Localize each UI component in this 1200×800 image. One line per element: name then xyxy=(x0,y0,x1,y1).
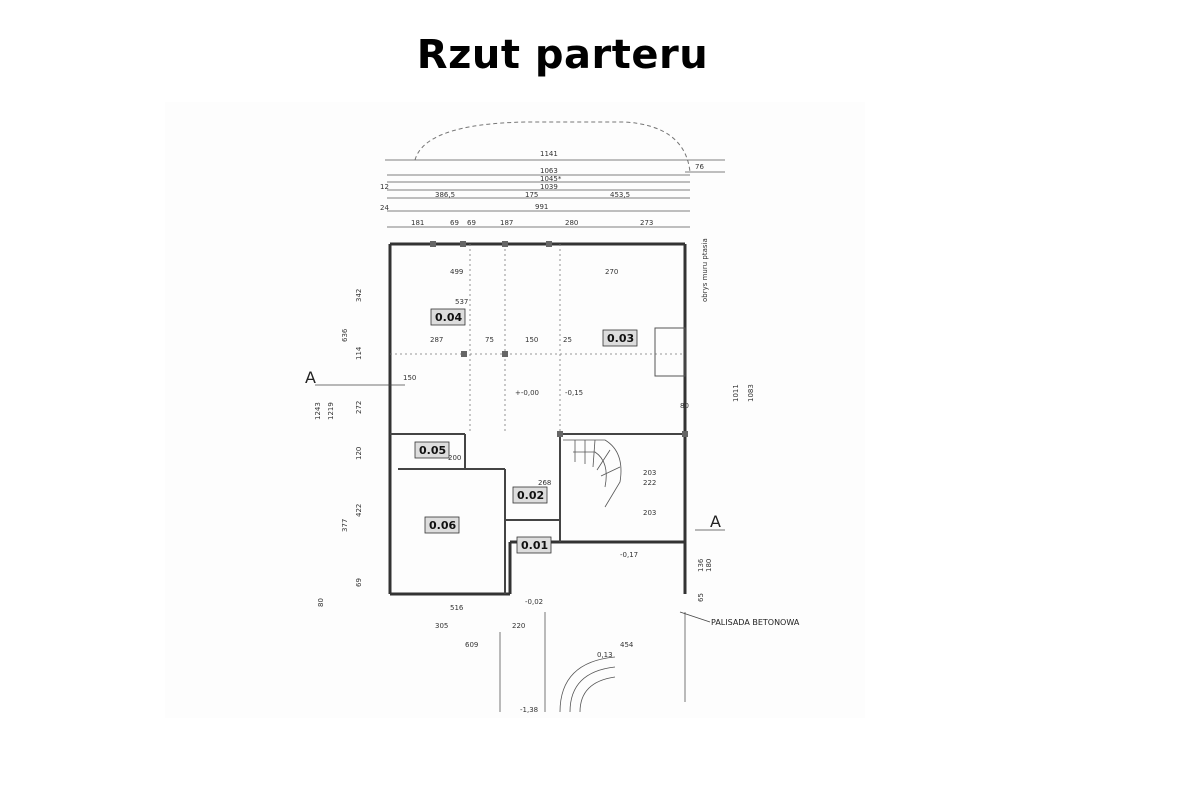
dim-label: 1011 xyxy=(732,384,740,402)
room-label-0-03: 0.03 xyxy=(607,332,634,345)
dim-label: 499 xyxy=(450,268,463,276)
dim-label: 1063 xyxy=(540,167,558,175)
dim-label: 305 xyxy=(435,622,448,630)
terrace-steps xyxy=(499,612,686,713)
dim-label: 181 xyxy=(411,219,424,227)
dim-label: 453,5 xyxy=(610,191,630,199)
dim-label: 1083 xyxy=(747,384,755,402)
wall-note: obrys muru ptasia xyxy=(701,238,709,302)
dim-label: 1243 xyxy=(314,402,322,420)
dim-label: 609 xyxy=(465,641,478,649)
dim-label: 1039 xyxy=(540,183,558,191)
dim-label: 136 xyxy=(697,558,705,572)
palisade-note: PALISADA BETONOWA xyxy=(711,618,800,627)
room-label-0-02: 0.02 xyxy=(517,489,544,502)
dim-label: 180 xyxy=(705,559,713,572)
dim-label: 175 xyxy=(525,191,538,199)
dim-label: 76 xyxy=(695,163,704,171)
staircase xyxy=(563,439,622,508)
dim-label: 268 xyxy=(538,479,551,487)
columns xyxy=(430,241,688,437)
level-mark: -1,38 xyxy=(520,706,538,714)
room-label-0-06: 0.06 xyxy=(429,519,456,532)
level-mark: 0,13 xyxy=(597,651,613,659)
dim-label: 187 xyxy=(500,219,513,227)
interior-walls xyxy=(390,433,685,594)
dim-label: 200 xyxy=(448,454,461,462)
beam-lines xyxy=(390,244,685,434)
floor-plan-drawing: 1141 1063 1045* 1039 386,5 175 453,5 991… xyxy=(165,102,865,718)
dim-label: 342 xyxy=(355,289,363,302)
dim-label: 377 xyxy=(341,519,349,532)
dim-label: 1045* xyxy=(540,175,562,183)
dim-label: 537 xyxy=(455,298,468,306)
room-labels: 0.04 0.03 0.05 0.06 0.02 0.01 xyxy=(414,308,638,554)
section-marker-a-left: A xyxy=(305,368,316,387)
dim-label: 203 xyxy=(643,509,656,517)
dim-label: 25 xyxy=(563,336,572,344)
dim-label: 386,5 xyxy=(435,191,455,199)
dim-label: 222 xyxy=(643,479,656,487)
section-marker-a-right: A xyxy=(710,512,721,531)
level-mark: +-0,00 xyxy=(515,389,539,397)
dim-label: 24 xyxy=(380,204,389,212)
dim-label: 69 xyxy=(467,219,476,227)
dim-label: 114 xyxy=(355,346,363,360)
level-mark: -0,02 xyxy=(525,598,543,606)
room-label-0-04: 0.04 xyxy=(435,311,462,324)
dim-label: 65 xyxy=(697,593,705,602)
chimney-block xyxy=(654,327,686,377)
dim-label: 75 xyxy=(485,336,494,344)
dim-label: 636 xyxy=(341,328,349,342)
top-dimension-lines xyxy=(385,159,725,228)
level-mark: -0,17 xyxy=(620,551,638,559)
level-marks: +-0,00 -0,15 -0,17 -0,02 0,13 -1,38 xyxy=(515,389,638,714)
dim-label: 454 xyxy=(620,641,634,649)
dim-label: 120 xyxy=(355,447,363,460)
dim-label: 991 xyxy=(535,203,548,211)
level-mark: -0,15 xyxy=(565,389,583,397)
roof-outline-arc xyxy=(414,121,691,173)
dim-label: 272 xyxy=(355,401,363,414)
dim-label: 1141 xyxy=(540,150,558,158)
dim-label: 69 xyxy=(450,219,459,227)
dim-label: 422 xyxy=(355,504,363,517)
dim-label: 12 xyxy=(380,183,389,191)
dim-label: 220 xyxy=(512,622,525,630)
dim-label: 1219 xyxy=(327,402,335,420)
dim-label: 273 xyxy=(640,219,653,227)
dim-label: 80 xyxy=(680,402,689,410)
room-label-0-05: 0.05 xyxy=(419,444,446,457)
floor-plan-svg: 1141 1063 1045* 1039 386,5 175 453,5 991… xyxy=(305,121,800,714)
palisade-leader-line xyxy=(679,611,711,623)
dim-label: 287 xyxy=(430,336,443,344)
page-title: Rzut parteru xyxy=(416,32,709,78)
dim-label: 150 xyxy=(525,336,538,344)
dimension-labels: 1141 1063 1045* 1039 386,5 175 453,5 991… xyxy=(314,150,755,649)
dim-label: 280 xyxy=(565,219,578,227)
dim-label: 203 xyxy=(643,469,656,477)
dim-label: 270 xyxy=(605,268,618,276)
dim-label: 80 xyxy=(317,598,325,607)
dim-label: 516 xyxy=(450,604,464,612)
dim-label: 150 xyxy=(403,374,416,382)
dim-label: 69 xyxy=(355,578,363,587)
room-label-0-01: 0.01 xyxy=(521,539,548,552)
section-line-aa xyxy=(315,384,725,531)
